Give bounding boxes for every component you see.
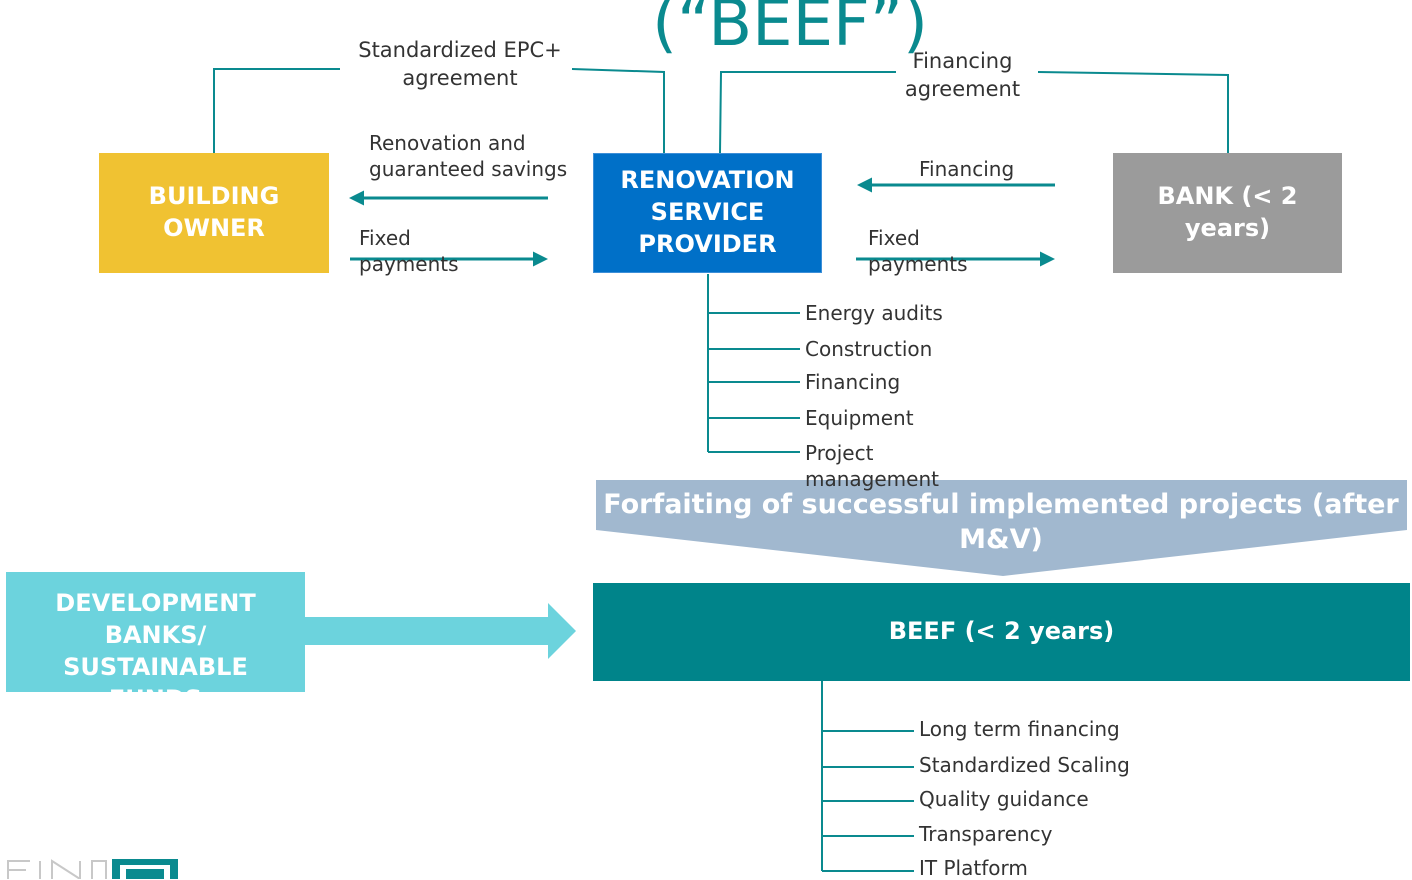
beef-service-item: Long term financing [919,717,1120,741]
dev-banks-arrow [300,603,576,659]
epc-line-left [213,68,340,153]
beef-box: BEEF (< 2 years) [593,583,1410,681]
rsp-label: RENOVATION SERVICE PROVIDER [620,166,795,258]
dev-banks-box: DEVELOPMENT BANKS/ SUSTAINABLE FUNDS [6,572,305,692]
forfaiting-label: Forfaiting of successful implemented pro… [603,489,1399,556]
fixed-payments-left-label: Fixed payments [359,226,459,277]
beef-service-item: Transparency [919,822,1053,846]
forfaiting-chevron [596,480,1407,576]
building-owner-label: BUILDING OWNER [148,182,280,242]
rsp-service-item: Construction [805,337,933,361]
rsp-box: RENOVATION SERVICE PROVIDER [593,153,822,273]
bank-label: BANK (< 2 years) [1157,182,1298,242]
dev-banks-label: DEVELOPMENT BANKS/ SUSTAINABLE FUNDS [55,589,256,692]
financing-agreement-label: Financing agreement [904,49,1021,102]
beef-label: BEEF (< 2 years) [888,617,1115,646]
financing-agreement-line-left [719,71,896,154]
epc-agreement-label: Standardized EPC+ agreement [358,38,562,91]
bank-box: BANK (< 2 years) [1113,153,1342,273]
rsp-service-item: Financing [805,370,901,394]
company-logo [7,859,178,879]
beef-service-item: IT Platform [919,856,1028,880]
beef-service-item: Quality guidance [919,787,1089,811]
rsp-service-item: Energy audits [805,301,943,325]
rsp-service-item: Equipment [805,406,914,430]
financing-agreement-line-right [1037,71,1229,153]
diagram-title: (“BEEF”) [652,0,928,61]
building-owner-box: BUILDING OWNER [99,153,329,273]
financing-label: Financing [919,157,1015,181]
beef-service-item: Standardized Scaling [919,753,1130,777]
renovation-savings-label: Renovation and guaranteed savings [369,131,568,182]
epc-line-right [571,68,665,153]
fixed-payments-right-label: Fixed payments [868,226,968,277]
rsp-service-item: Project management [805,441,939,491]
